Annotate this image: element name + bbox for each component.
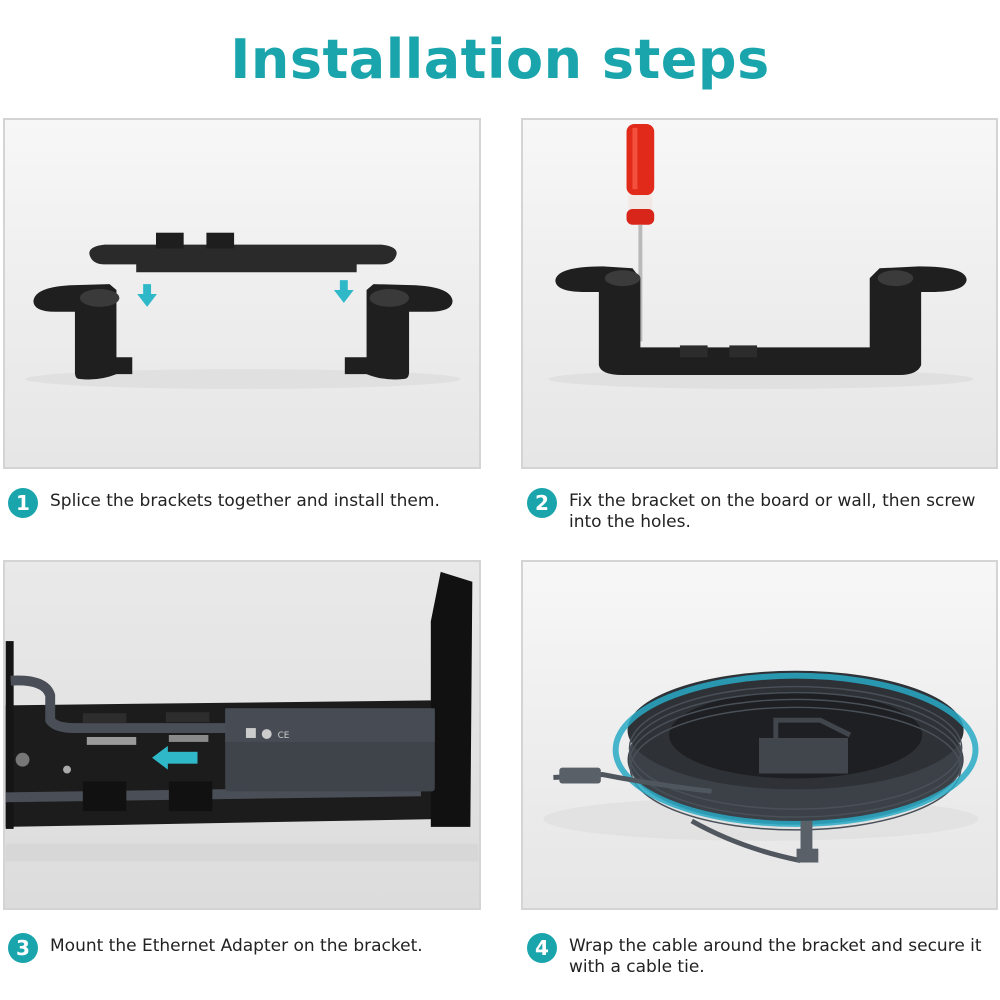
step-2-image xyxy=(521,118,998,469)
compliance-marks-icon: CE xyxy=(245,728,290,741)
step-number-badge: 3 xyxy=(8,933,38,963)
step-description: Fix the bracket on the board or wall, th… xyxy=(569,491,976,532)
step-3-image: CE xyxy=(3,560,481,910)
step-1-image xyxy=(3,118,481,469)
step-4: 4 Wrap the cable around the bracket and … xyxy=(527,933,987,978)
step-number-badge: 4 xyxy=(527,933,557,963)
arrow-down-icon xyxy=(137,280,354,307)
step-2: 2 Fix the bracket on the board or wall, … xyxy=(527,488,987,533)
svg-text:CE: CE xyxy=(278,731,290,741)
page-title: Installation steps xyxy=(230,28,770,91)
ethernet-adapter-mount-illustration: CE xyxy=(5,571,479,862)
step-number-badge: 1 xyxy=(8,488,38,518)
step-number-badge: 2 xyxy=(527,488,557,518)
step-description: Mount the Ethernet Adapter on the bracke… xyxy=(50,936,423,956)
wrap-direction-arrow-icon xyxy=(612,672,979,827)
arrow-left-icon xyxy=(152,745,198,770)
cable-wrap-illustration xyxy=(543,670,979,863)
step-description: Splice the brackets together and install… xyxy=(50,491,440,511)
screwdriver-fix-illustration xyxy=(548,123,974,389)
brackets-splice-illustration xyxy=(25,232,461,389)
step-3: 3 Mount the Ethernet Adapter on the brac… xyxy=(8,933,488,963)
step-1: 1 Splice the brackets together and insta… xyxy=(8,488,488,518)
step-description: Wrap the cable around the bracket and se… xyxy=(569,936,982,977)
step-4-image xyxy=(521,560,998,910)
